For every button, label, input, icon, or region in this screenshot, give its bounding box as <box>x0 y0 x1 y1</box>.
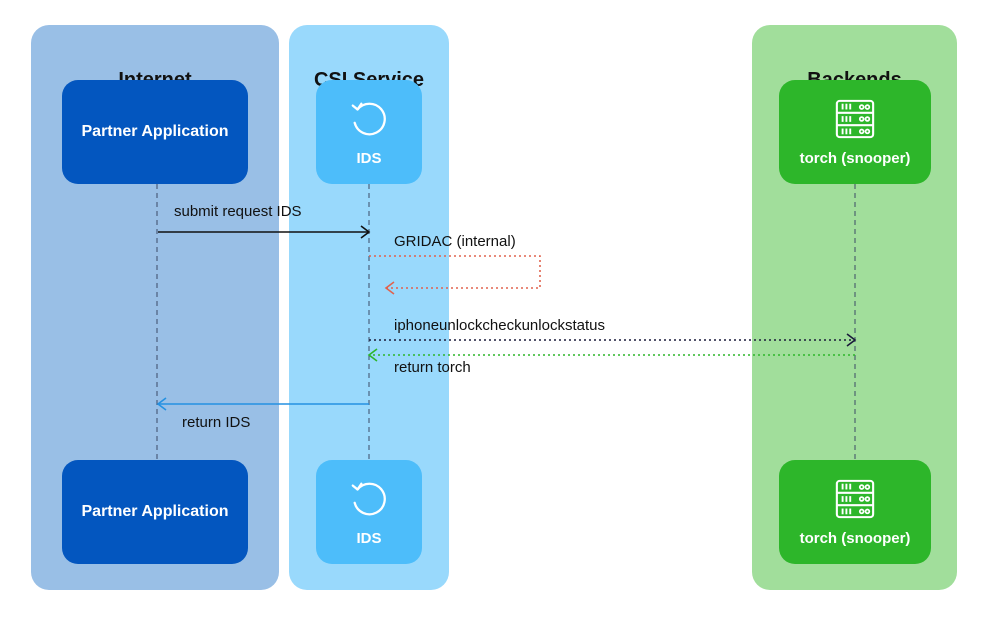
message-label-return-torch: return torch <box>394 359 471 376</box>
message-arrow-gridac <box>369 255 541 289</box>
server-icon <box>835 99 875 138</box>
message-label-submit-request: submit request IDS <box>174 203 302 220</box>
participant-partner-bottom: Partner Application <box>62 460 248 564</box>
participant-torch-top: torch (snooper) <box>779 80 931 184</box>
participant-label: Partner Application <box>81 503 229 520</box>
refresh-icon <box>351 102 386 135</box>
arrowhead-iphoneunlock <box>846 333 857 347</box>
message-label-gridac: GRIDAC (internal) <box>394 233 516 250</box>
participant-ids-bottom: IDS <box>316 460 422 564</box>
participant-label: torch (snooper) <box>799 529 911 547</box>
participant-torch-bottom: torch (snooper) <box>779 460 931 564</box>
refresh-icon <box>351 482 386 515</box>
arrowhead-submit-request <box>360 225 371 239</box>
arrowhead-return-ids <box>156 397 167 411</box>
server-icon <box>835 479 875 518</box>
arrowhead-return-torch <box>367 348 378 362</box>
participant-label: torch (snooper) <box>799 149 911 167</box>
participant-label: Partner Application <box>81 123 229 140</box>
participant-label: IDS <box>356 529 382 547</box>
participant-partner-top: Partner Application <box>62 80 248 184</box>
arrowhead-gridac <box>384 281 395 295</box>
participant-ids-top: IDS <box>316 80 422 184</box>
message-label-return-ids: return IDS <box>182 414 251 431</box>
participant-label: IDS <box>356 149 382 167</box>
message-label-iphoneunlock: iphoneunlockcheckunlockstatus <box>394 317 605 334</box>
